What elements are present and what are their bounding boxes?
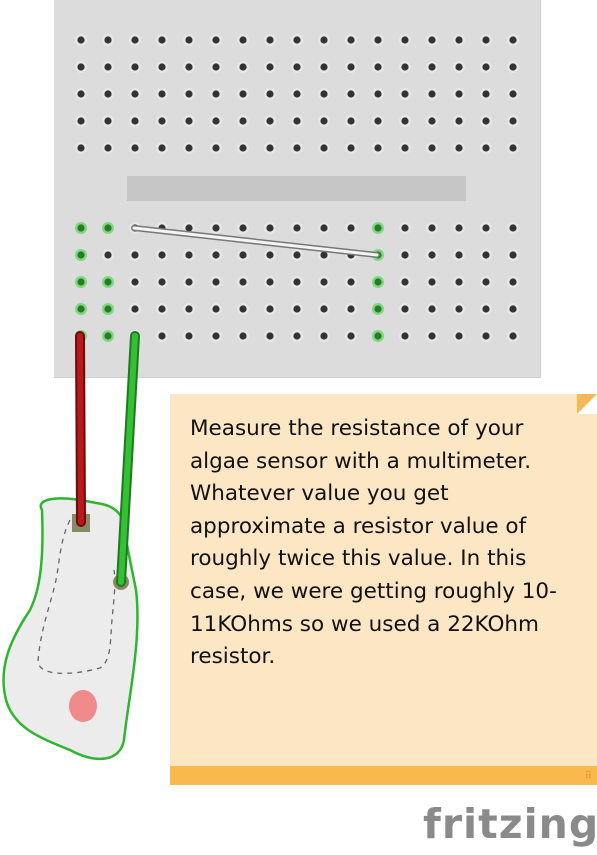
sensor-pin-2	[113, 574, 129, 590]
sensor-pin-1	[72, 514, 90, 532]
note-corner-fold	[577, 394, 597, 414]
sensor-outline	[2, 497, 139, 761]
resize-grip-icon[interactable]: ⠿	[584, 771, 592, 782]
sensor-indicator-dot	[69, 690, 97, 722]
breadboard-center-channel	[127, 176, 466, 201]
note: Measure the resistance of your algae sen…	[170, 394, 597, 785]
fritzing-logo: fritzing	[423, 800, 597, 848]
note-text: Measure the resistance of your algae sen…	[190, 416, 557, 670]
note-resize-bar[interactable]: ⠿	[170, 766, 597, 785]
algae-sensor[interactable]	[2, 497, 139, 761]
breadboard	[54, 0, 541, 378]
sensor-trace	[37, 519, 116, 675]
